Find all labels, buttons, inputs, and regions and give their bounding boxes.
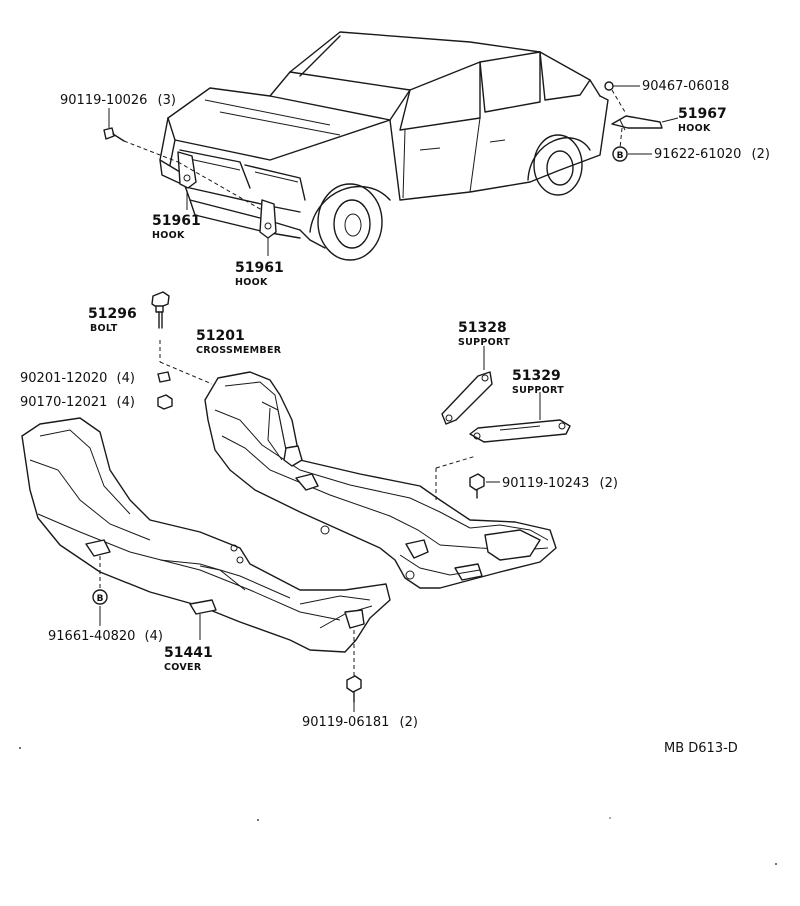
- part-number: 90119-10026: [60, 93, 147, 108]
- label-90119-06181: 90119-06181 (2): [302, 715, 418, 730]
- label-91661-40820: 91661-40820 (4): [48, 629, 163, 644]
- support-2-shape: [469, 392, 571, 443]
- callout-b-marker-cover: B: [92, 589, 108, 605]
- part-name: HOOK: [235, 277, 268, 288]
- label-51296: 51296 BOLT: [88, 306, 137, 334]
- part-number: 91661-40820: [48, 629, 135, 644]
- bolt-front-hook-shape: [103, 108, 263, 211]
- label-90467-06018: 90467-06018: [642, 79, 729, 94]
- part-number: 90201-12020: [20, 371, 107, 386]
- label-51441: 51441 COVER: [164, 645, 213, 673]
- part-name: SUPPORT: [458, 337, 510, 348]
- part-number: 51961: [152, 213, 201, 229]
- label-51967: 51967 HOOK: [678, 106, 727, 134]
- part-number: 90170-12021: [20, 395, 107, 410]
- part-qty: (3): [158, 93, 176, 108]
- svg-text:90119-10243 (2): 90119-10243 (2): [502, 476, 618, 491]
- part-number: 90467-06018: [642, 79, 729, 94]
- washer-crossmember-shape: [157, 371, 171, 383]
- bolt-support-shape: [469, 473, 500, 499]
- part-qty: (4): [145, 629, 163, 644]
- svg-text:90119-06181 (2): 90119-06181 (2): [302, 715, 418, 730]
- label-90201-12020: 90201-12020 (4): [20, 371, 135, 386]
- part-number: 51296: [88, 306, 137, 322]
- label-90170-12021: 90170-12021 (4): [20, 395, 135, 410]
- part-number: 91622-61020: [654, 147, 741, 162]
- part-name: HOOK: [678, 123, 711, 134]
- callout-b-marker-rear: B: [612, 146, 628, 162]
- part-name: CROSSMEMBER: [196, 345, 282, 356]
- label-51201: 51201 CROSSMEMBER: [196, 328, 282, 356]
- label-51329: 51329 SUPPORT: [512, 368, 564, 396]
- part-number: 90119-10243: [502, 476, 589, 491]
- crossmember-shape: [204, 371, 557, 589]
- part-number: 51328: [458, 320, 507, 336]
- car-body-drawing: [159, 31, 609, 261]
- callout-b-label-rear: B: [617, 151, 624, 161]
- diagram-code: MB D613-D: [664, 741, 738, 756]
- part-number: 51441: [164, 645, 213, 661]
- label-51961-left: 51961 HOOK: [152, 213, 201, 241]
- svg-text:90201-12020 (4): 90201-12020 (4): [20, 371, 135, 386]
- part-name: SUPPORT: [512, 385, 564, 396]
- callout-b-label-cover: B: [97, 594, 104, 604]
- svg-text:91661-40820 (4): 91661-40820 (4): [48, 629, 163, 644]
- bolt-cover-rear-shape: [346, 675, 362, 712]
- part-qty: (4): [117, 371, 135, 386]
- part-qty: (2): [752, 147, 770, 162]
- part-name: COVER: [164, 662, 202, 673]
- part-name: HOOK: [152, 230, 185, 241]
- scan-specks: [19, 747, 777, 865]
- part-number: 51201: [196, 328, 245, 344]
- label-51328: 51328 SUPPORT: [458, 320, 510, 348]
- part-name: BOLT: [90, 323, 118, 334]
- part-qty: (4): [117, 395, 135, 410]
- part-qty: (2): [600, 476, 618, 491]
- label-90119-10243: 90119-10243 (2): [502, 476, 618, 491]
- cover-shape: [21, 417, 391, 676]
- label-90119-10026: 90119-10026 (3): [60, 93, 176, 108]
- part-number: 51961: [235, 260, 284, 276]
- svg-text:90170-12021 (4): 90170-12021 (4): [20, 395, 135, 410]
- part-number: 90119-06181: [302, 715, 389, 730]
- hook-front-left-shape: [177, 151, 197, 210]
- support-1-shape: [441, 346, 493, 425]
- nut-crossmember-shape: [157, 394, 173, 410]
- part-number: 51329: [512, 368, 561, 384]
- hook-rear-shape: [604, 81, 679, 155]
- bolt-crossmember-shape: [151, 291, 213, 385]
- label-51961-right: 51961 HOOK: [235, 260, 284, 288]
- svg-text:90119-10026 (3): 90119-10026 (3): [60, 93, 176, 108]
- label-91622-61020: 91622-61020 (2): [654, 147, 770, 162]
- part-qty: (2): [400, 715, 418, 730]
- part-number: 51967: [678, 106, 727, 122]
- svg-text:91622-61020 (2): 91622-61020 (2): [654, 147, 770, 162]
- hook-front-right-shape: [259, 199, 277, 256]
